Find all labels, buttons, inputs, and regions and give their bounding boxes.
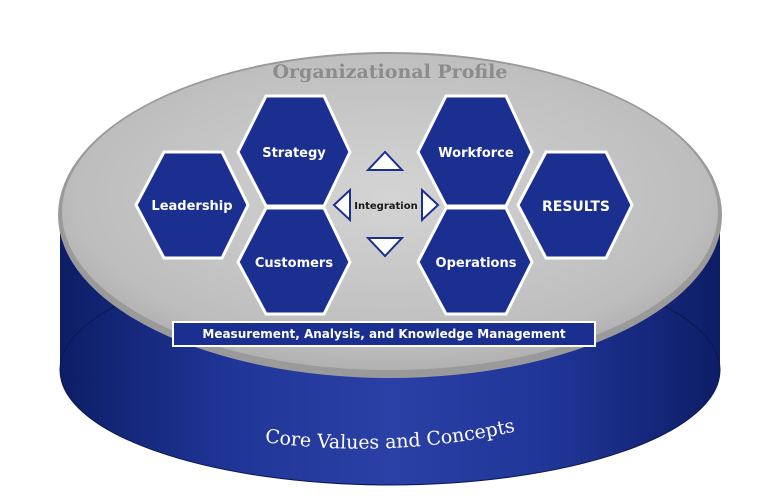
measurement-bar <box>172 321 596 347</box>
platform-top <box>62 54 718 370</box>
workforce-label: Workforce <box>438 146 514 161</box>
triangle-right-icon <box>421 187 440 223</box>
hexagon-strategy: Strategy <box>236 94 352 208</box>
leadership-label: Leadership <box>151 199 232 214</box>
hexagon-results: RESULTS <box>516 150 634 260</box>
hexagon-leadership: Leadership <box>134 150 250 260</box>
organizational-profile-title: Organizational Profile <box>272 61 507 83</box>
hexagon-workforce: Workforce <box>416 94 534 208</box>
measurement-bar-label: Measurement, Analysis, and Knowledge Man… <box>202 327 565 341</box>
triangle-left-icon <box>332 187 351 223</box>
strategy-label: Strategy <box>262 146 326 161</box>
hexagon-customers: Customers <box>236 206 352 316</box>
customers-label: Customers <box>255 256 333 271</box>
hexagon-operations: Operations <box>416 206 534 316</box>
results-label: RESULTS <box>542 199 610 215</box>
integration-label: Integration <box>354 201 417 212</box>
triangle-down-icon <box>365 237 405 258</box>
operations-label: Operations <box>436 256 517 271</box>
triangle-up-icon <box>365 150 405 171</box>
